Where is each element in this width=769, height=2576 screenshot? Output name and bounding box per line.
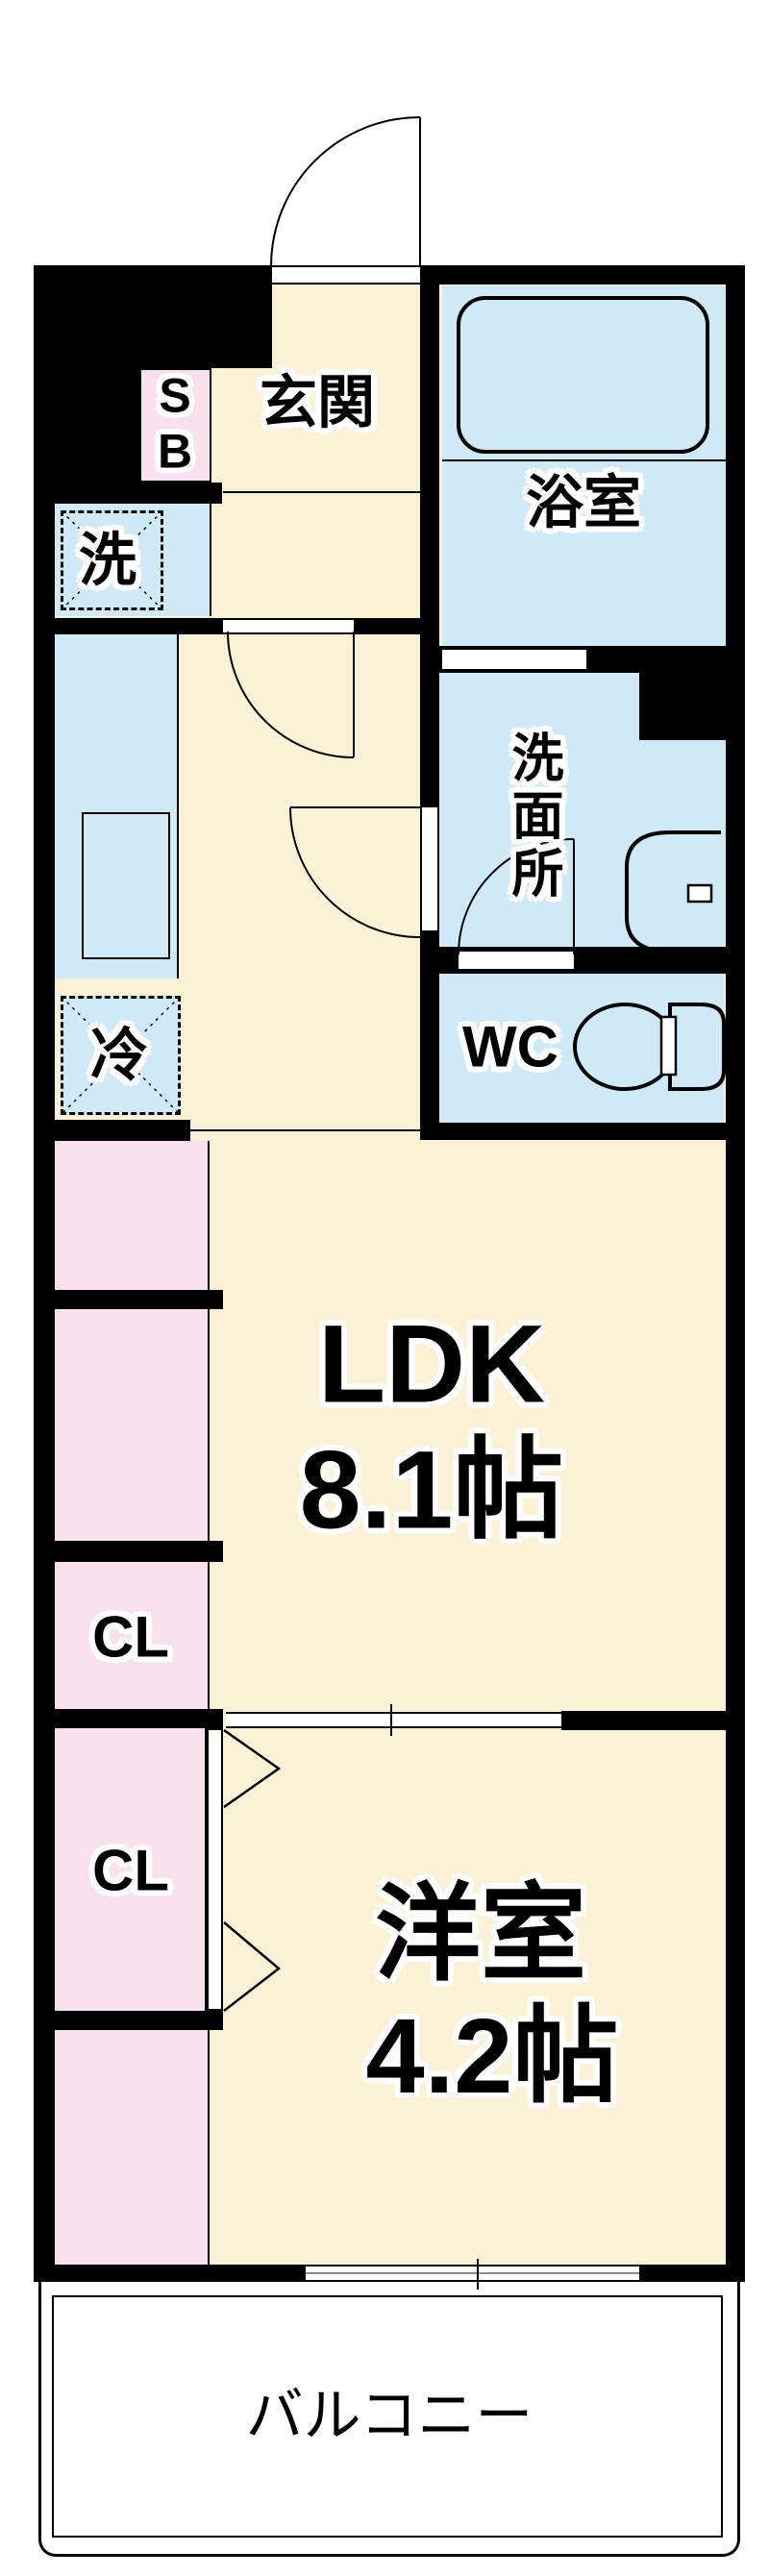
shoe-box	[139, 368, 211, 483]
storage-strip-1	[55, 1141, 210, 1290]
wall-corridor-upper	[420, 285, 439, 807]
closet-2-label: CL	[92, 1838, 169, 1903]
window-center-line	[306, 2272, 639, 2274]
western-room-name-label: 洋室	[375, 1874, 586, 1994]
ldk-size-label: 8.1帖	[299, 1428, 564, 1552]
refrigerator-label: 冷	[90, 1023, 148, 1088]
wall-entry-side	[55, 368, 139, 504]
wall-right	[726, 265, 745, 2282]
washer-label: 洗	[79, 528, 136, 593]
entrance-label: 玄関	[260, 370, 375, 435]
bath-floor-line	[442, 459, 726, 461]
wall-hall-left	[55, 618, 223, 634]
balcony-inner-rail	[52, 2295, 723, 2538]
wall-top-right	[420, 265, 745, 285]
kitchen-sink	[82, 812, 170, 959]
washroom-door-opening	[420, 807, 439, 930]
wall-bottom-right	[639, 2265, 745, 2282]
wall-entry-block	[55, 285, 272, 368]
balcony-window	[306, 2265, 639, 2282]
wc-door-opening	[459, 950, 574, 971]
western-room-size-label: 4.2帖	[365, 1996, 619, 2116]
wall-storage-4	[55, 2011, 223, 2030]
wall-under-shoebox	[55, 483, 222, 504]
wall-ldk-western	[561, 1711, 726, 1730]
wall-hall-right	[354, 618, 439, 634]
wall-storage-2	[55, 1541, 223, 1562]
pipe-space-block	[639, 668, 726, 740]
entrance-door-opening	[272, 265, 420, 285]
wall-left	[34, 265, 55, 2282]
wall-corridor-lower	[420, 930, 439, 1140]
entrance-door-swing-icon	[270, 116, 421, 267]
closet-door-panel	[207, 1728, 223, 2011]
balcony-label: バルコニー	[245, 2383, 533, 2448]
wall-top-left	[34, 265, 272, 285]
room-bathroom	[442, 285, 726, 646]
balcony-outer-rail	[38, 2282, 740, 2557]
wall-storage-3	[55, 1709, 223, 1728]
shoe-box-label: S B	[157, 368, 193, 479]
corridor-ldk-line	[190, 1129, 420, 1131]
wall-storage-1	[55, 1290, 223, 1309]
storage-strip-2	[55, 1309, 210, 1541]
entrance-step-line	[223, 491, 420, 493]
storage-strip-3	[55, 2030, 210, 2265]
ldk-name-label: LDK	[317, 1302, 546, 1426]
bathroom-label: 浴室	[526, 470, 641, 535]
bath-door-opening	[442, 648, 586, 671]
wall-kitchen-end	[55, 1120, 190, 1141]
wc-label: WC	[462, 1014, 558, 1079]
washroom-label: 洗面所	[504, 731, 562, 904]
closet-1-label: CL	[92, 1604, 169, 1670]
wall-bottom-left	[34, 2265, 306, 2282]
kitchen-counter	[55, 634, 179, 978]
wall-wc-bottom	[420, 1123, 726, 1140]
sliding-door-track	[226, 1712, 561, 1728]
hall-door-opening	[223, 618, 354, 634]
room-closet-2	[55, 1728, 207, 2011]
room-closet-1	[55, 1562, 210, 1709]
